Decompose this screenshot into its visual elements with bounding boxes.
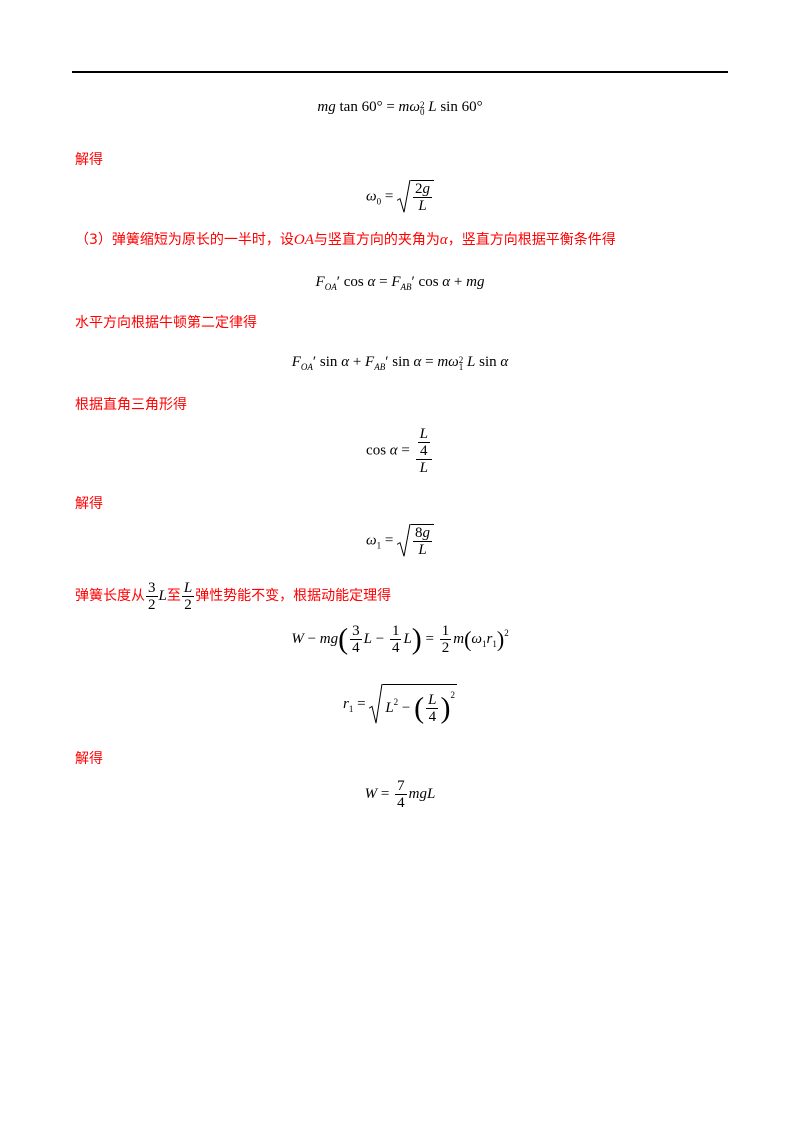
- part3-alpha: α: [439, 232, 448, 248]
- spring-to: 至: [166, 588, 181, 604]
- spring-l: L: [158, 588, 167, 604]
- part3-start: （3）弹簧缩短为原长的一半时，设: [75, 232, 294, 248]
- text-jiede-1: 解得: [75, 152, 103, 168]
- spring-post: 弹性势能不变，根据动能定理得: [195, 588, 392, 604]
- text-geometry: 根据直角三角形得: [75, 397, 187, 413]
- text-jiede-3: 解得: [75, 751, 103, 767]
- text-horizontal: 水平方向根据牛顿第二定律得: [75, 315, 257, 331]
- header-rule: [72, 71, 728, 73]
- text-jiede-2: 解得: [75, 496, 103, 512]
- equation-3: FOA′ cos α = FAB′ cos α + mg: [315, 274, 485, 292]
- text-part3: （3）弹簧缩短为原长的一半时，设OA与竖直方向的夹角为α，竖直方向根据平衡条件得: [75, 231, 616, 249]
- part3-mid: 与竖直方向的夹角为: [313, 232, 440, 248]
- part3-oa: OA: [293, 232, 314, 248]
- spring-pre: 弹簧长度从: [75, 588, 145, 604]
- part3-end: ，竖直方向根据平衡条件得: [447, 232, 616, 248]
